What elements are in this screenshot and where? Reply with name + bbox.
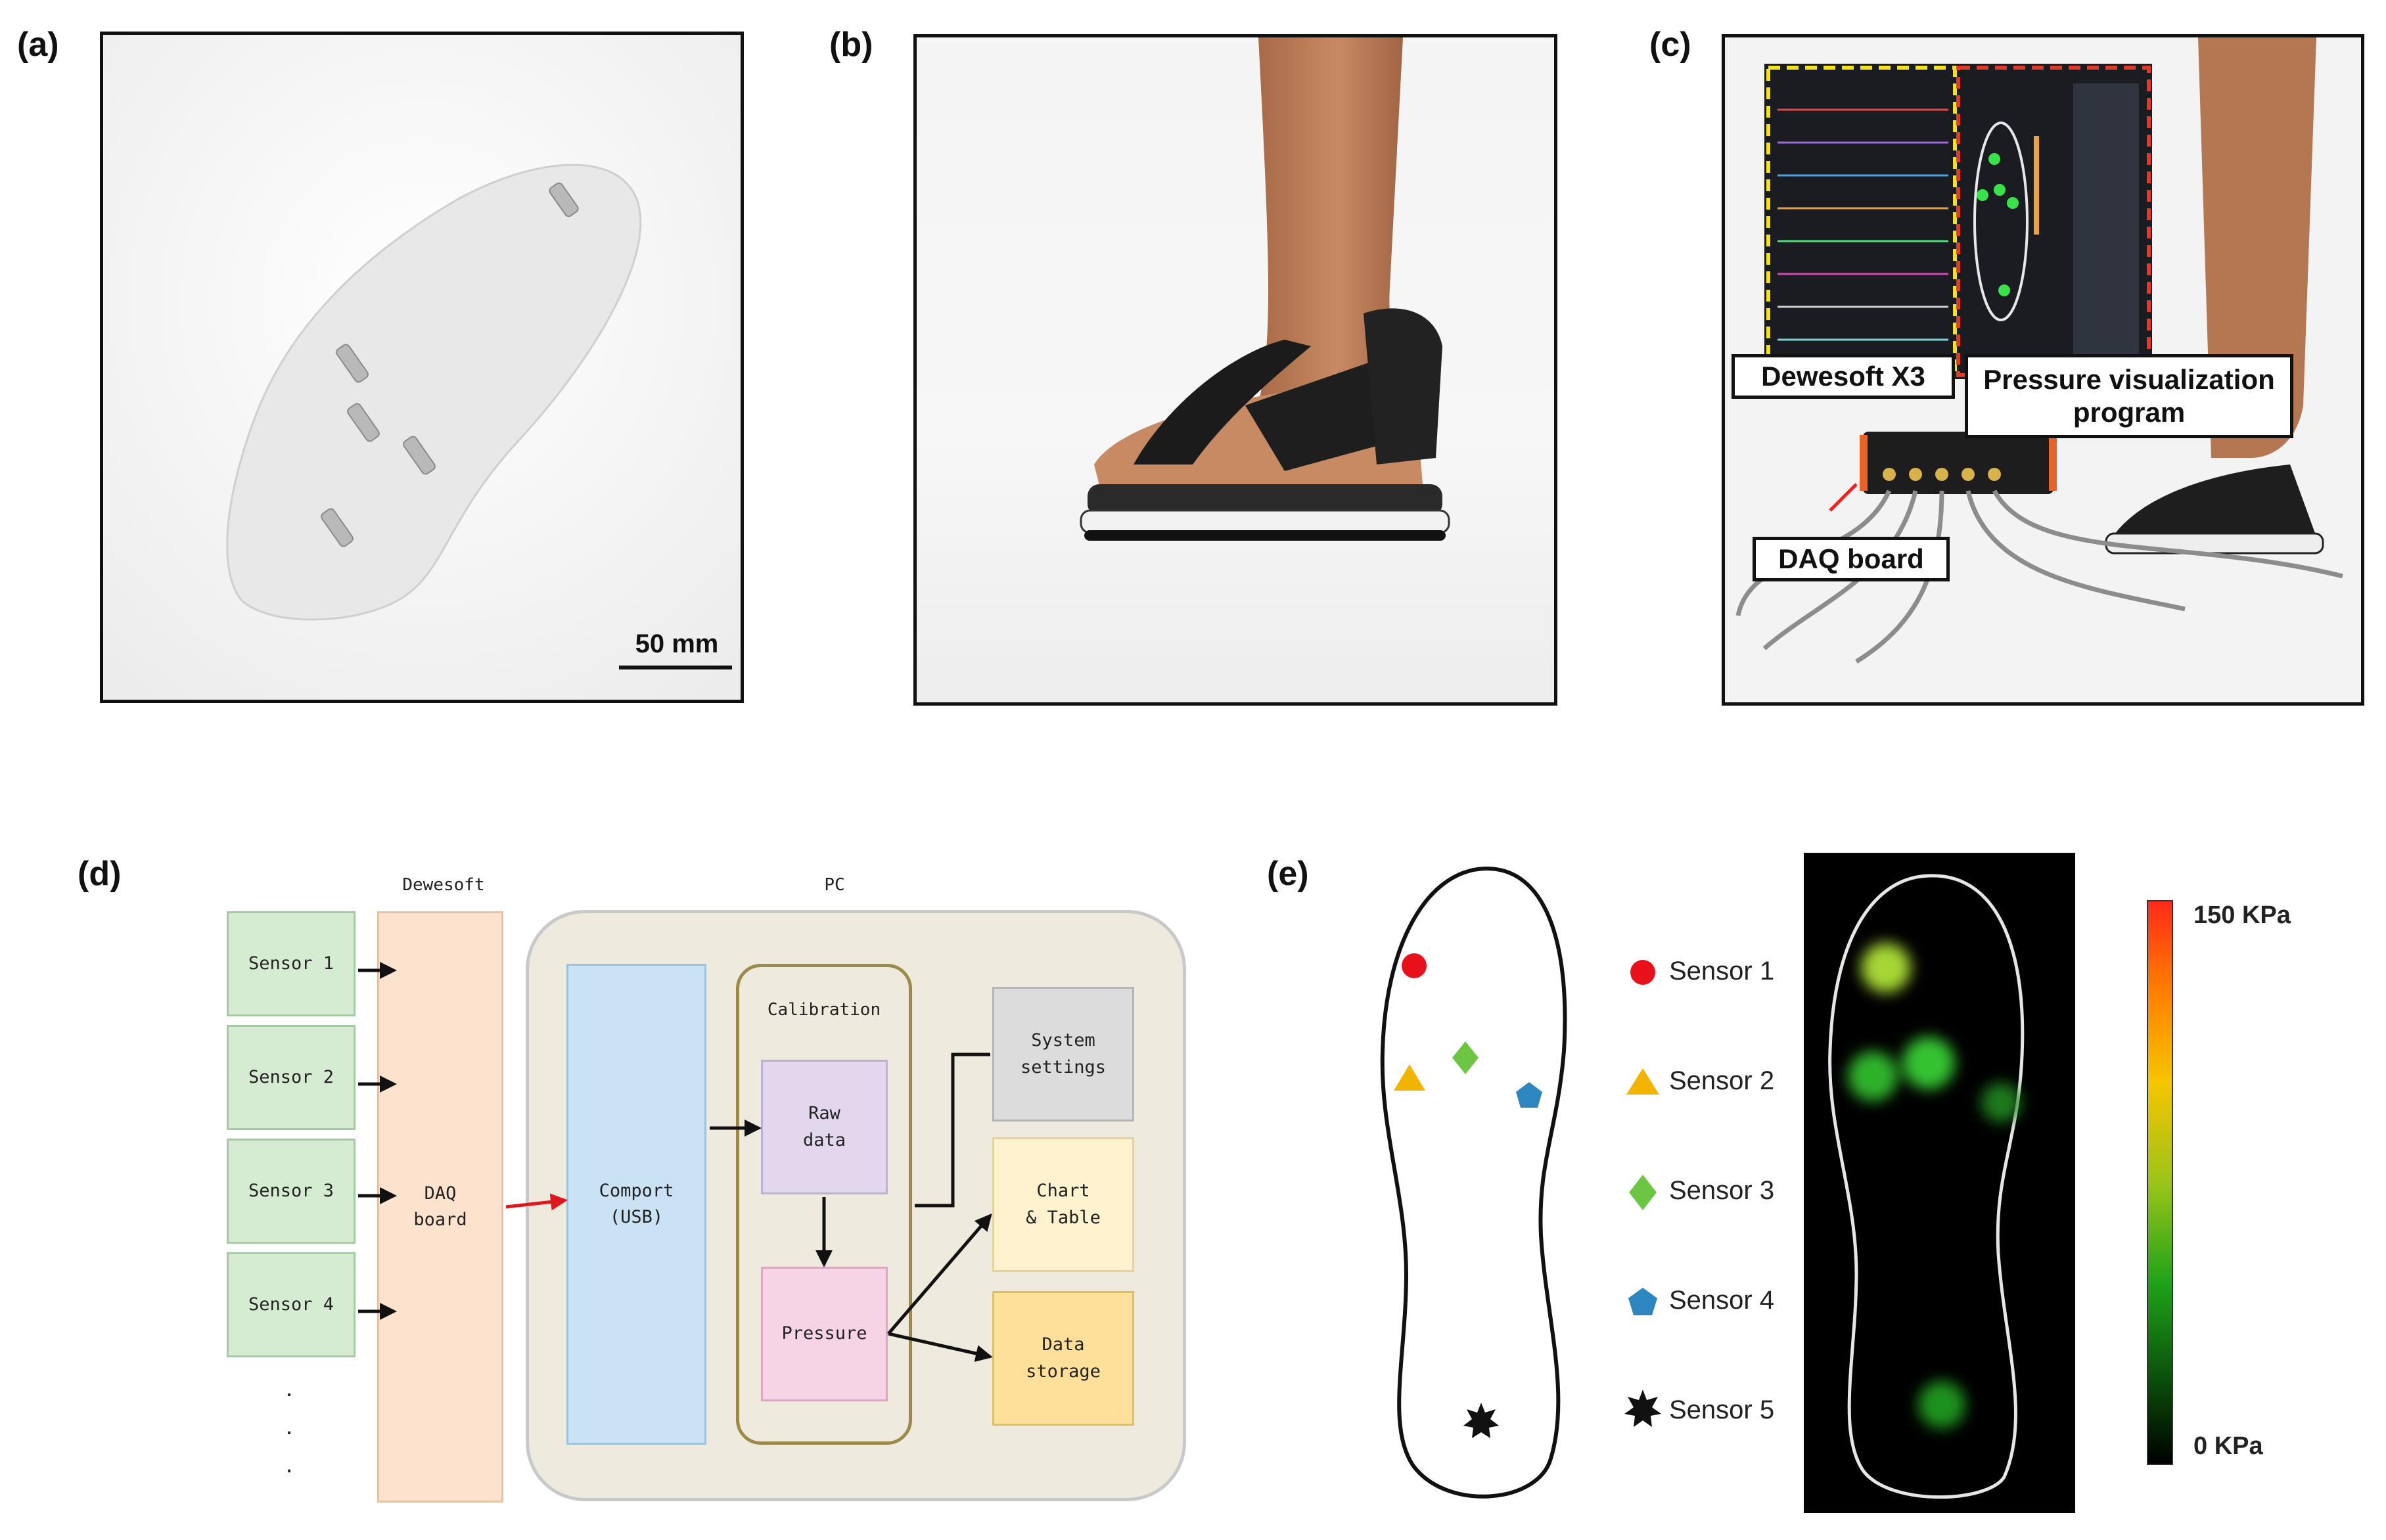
pressure-heatmap — [1804, 853, 2075, 1513]
colorbar-max-label: 150 KPa — [2193, 901, 2291, 929]
sensor-4-marker — [1516, 1082, 1542, 1108]
daq-board-box: DAQ board — [377, 911, 503, 1503]
legend-sensor-5-marker — [1624, 1390, 1661, 1427]
sandal-front-strap — [1134, 340, 1311, 464]
colorbar-min-label: 0 KPa — [2193, 1432, 2263, 1460]
scale-bar-label: 50 mm — [635, 629, 719, 658]
comport-box: Comport (USB) — [566, 964, 706, 1445]
legend-sensor-4-label: Sensor 4 — [1669, 1286, 1775, 1315]
legend-sensor-1-label: Sensor 1 — [1669, 957, 1775, 985]
legend-sensor-1-marker — [1630, 960, 1655, 985]
sandal-sole-top — [1088, 484, 1442, 516]
link-calibration-settings — [915, 1053, 990, 1208]
panel-d-label: (d) — [78, 855, 122, 893]
sandal-sole-bottom — [1084, 530, 1446, 541]
callout-dewesoft: Dewesoft X3 — [1732, 354, 1955, 399]
pressure-box: Pressure — [761, 1267, 888, 1401]
arrow-pressure-chart — [887, 1213, 992, 1335]
daq-connectors — [1883, 468, 2001, 481]
calibration-group — [736, 964, 912, 1445]
scale-bar — [619, 666, 732, 669]
panel-b-photo — [913, 34, 1557, 706]
sensor-2-marker — [1394, 1064, 1425, 1091]
dewesoft-screen-outline — [1766, 66, 1957, 377]
legend-sensor-4-marker — [1628, 1288, 1657, 1315]
callout-daq-board: DAQ board — [1753, 537, 1950, 581]
daq-pointer-arrow — [1829, 483, 1858, 512]
sensor-1-box: Sensor 1 — [227, 911, 356, 1016]
sandal-photo-c — [2113, 464, 2316, 537]
leg-photo-c — [2198, 37, 2316, 458]
pressure-spot-5 — [1918, 1381, 1965, 1428]
panel-a-label: (a) — [17, 26, 59, 64]
arrow-daq-comport — [505, 1193, 568, 1211]
pressure-spot-4 — [1981, 1083, 2021, 1122]
sandal-on-foot-photo — [917, 37, 1554, 702]
pressure-colorbar — [2147, 900, 2173, 1465]
insole-photo — [103, 35, 741, 700]
calibration-caption: Calibration — [767, 1000, 881, 1020]
data-storage-box: Data storage — [992, 1291, 1134, 1426]
sensor-1-marker — [1402, 953, 1427, 978]
legend-sensor-5-label: Sensor 5 — [1669, 1395, 1775, 1424]
pressure-spots — [1848, 943, 2021, 1428]
dewesoft-caption: Dewesoft — [402, 875, 485, 895]
dewesoft-traces — [1778, 108, 1948, 341]
sensor-3-marker — [1452, 1041, 1479, 1074]
pressure-spot-1 — [1861, 943, 1911, 993]
pressure-heatmap-canvas — [1828, 874, 2025, 1499]
sensor-5-marker — [1463, 1403, 1499, 1438]
system-settings-box: System settings — [992, 987, 1134, 1121]
insole-sensors — [321, 182, 579, 547]
screen-side-panel — [2073, 83, 2139, 366]
pc-caption: PC — [824, 875, 845, 895]
raw-data-box: Raw data — [761, 1060, 888, 1194]
pressure-spot-2 — [1848, 1051, 1898, 1101]
sensor-layout-diagram — [1380, 866, 1567, 1499]
screen-colorbar — [2034, 136, 2039, 235]
panel-c-photo: Dewesoft X3 Pressure visualization progr… — [1722, 34, 2364, 706]
sensor-3-box: Sensor 3 — [227, 1139, 356, 1244]
insole-shape — [226, 164, 642, 621]
sandal-heel-strap — [1364, 308, 1442, 464]
panel-b-label: (b) — [829, 26, 873, 64]
sensor-4-box: Sensor 4 — [227, 1252, 356, 1357]
heatmap-foot-outline — [1828, 874, 2025, 1499]
panel-c-label: (c) — [1649, 26, 1691, 64]
legend-sensor-3-label: Sensor 3 — [1669, 1176, 1775, 1205]
pressure-spot-3 — [1902, 1037, 1955, 1089]
foot-outline — [1380, 866, 1567, 1499]
more-sensors-dots: . . . — [285, 1373, 293, 1478]
cables — [1735, 489, 2343, 664]
screen-sensor-dots — [1977, 153, 2019, 296]
legend-markers — [1624, 960, 1661, 1427]
screen-foot-outline — [1973, 122, 2029, 321]
panel-a-photo: 50 mm — [100, 32, 744, 703]
sensor-2-box: Sensor 2 — [227, 1025, 356, 1130]
legend-sensor-3-marker — [1629, 1175, 1657, 1210]
chart-table-box: Chart & Table — [992, 1137, 1134, 1272]
legend-sensor-2-label: Sensor 2 — [1669, 1066, 1775, 1095]
callout-visualization: Pressure visualization program — [1965, 354, 2293, 438]
arrow-pressure-storage — [888, 1332, 993, 1362]
legend-sensor-2-marker — [1626, 1068, 1659, 1095]
panel-e-label: (e) — [1267, 855, 1309, 893]
